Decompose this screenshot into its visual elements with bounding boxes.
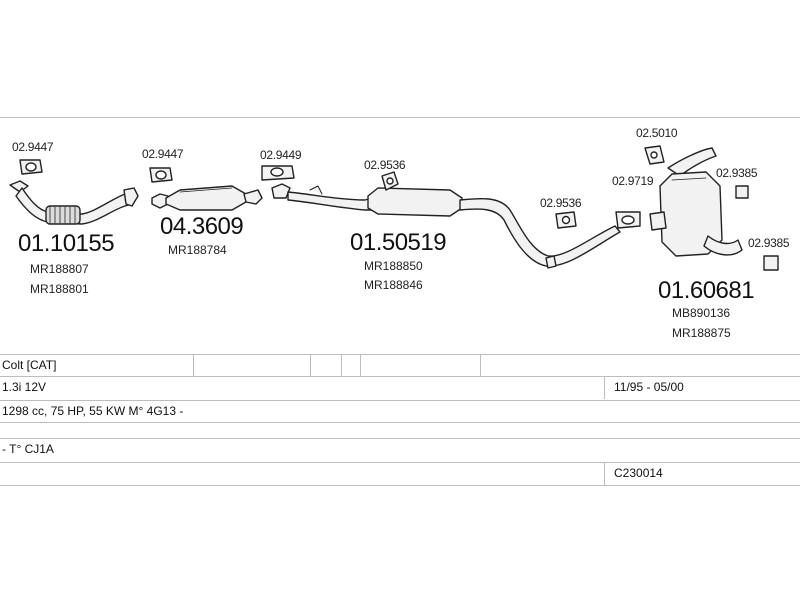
column-divider xyxy=(360,355,361,377)
part-label-02-9449: 02.9449 xyxy=(260,148,302,162)
part-label-02-9536-a: 02.9536 xyxy=(364,158,406,172)
rubber-hanger-part xyxy=(735,185,749,199)
part-label-02-9447-b: 02.9447 xyxy=(142,147,184,161)
oem-number: MR188850 xyxy=(364,259,423,273)
column-divider xyxy=(341,355,342,377)
part-label-02-9385-a: 02.9385 xyxy=(716,166,758,180)
column-divider xyxy=(604,377,605,399)
table-row-spec: 1298 cc, 75 HP, 55 KW M° 4G13 - xyxy=(0,400,800,423)
table-bottom-line xyxy=(0,485,800,486)
part-label-02-9536-b: 02.9536 xyxy=(540,196,582,210)
table-row-empty xyxy=(0,422,800,445)
oem-number: MR188875 xyxy=(672,326,731,340)
catalytic-converter-part xyxy=(151,185,263,211)
part-label-02-9719: 02.9719 xyxy=(612,174,654,188)
vehicle-info-table: Colt [CAT] 1.3i 12V 11/95 - 05/00 1298 c… xyxy=(0,354,800,488)
rubber-hanger-part xyxy=(644,145,665,165)
part-label-02-9447-a: 02.9447 xyxy=(12,140,54,154)
gasket-part xyxy=(149,167,173,183)
oem-number: MB890136 xyxy=(672,306,731,320)
oem-number: MR188801 xyxy=(30,282,89,296)
spec-cell: 1298 cc, 75 HP, 55 KW M° 4G13 - xyxy=(2,404,184,418)
column-divider xyxy=(480,355,481,377)
table-row-type: - T° CJ1A xyxy=(0,438,800,461)
exhaust-drawing xyxy=(9,145,779,271)
rubber-hanger-part xyxy=(555,211,577,229)
part-label-02-9385-b: 02.9385 xyxy=(748,236,790,250)
part-label-02-5010: 02.5010 xyxy=(636,126,678,140)
main-part-number-01-10155: 01.10155 xyxy=(18,230,115,257)
rubber-hanger-part xyxy=(763,255,779,271)
oem-number: MR188807 xyxy=(30,262,89,276)
main-part-number-04-3609: 04.3609 xyxy=(160,213,244,240)
oem-number: MR188784 xyxy=(168,243,227,257)
period-cell: 11/95 - 05/00 xyxy=(614,380,684,394)
exhaust-diagram: 02.9447 02.9447 02.9449 02.9536 02.9536 … xyxy=(9,126,790,340)
gasket-part xyxy=(261,165,295,181)
oem-number: MR188846 xyxy=(364,278,423,292)
engine-cell: 1.3i 12V xyxy=(2,380,47,394)
table-row-model: Colt [CAT] xyxy=(0,354,800,377)
table-row-engine: 1.3i 12V 11/95 - 05/00 xyxy=(0,376,800,399)
middle-pipe-part xyxy=(271,183,621,269)
main-part-number-01-50519: 01.50519 xyxy=(350,229,447,256)
code-cell: C230014 xyxy=(614,466,663,480)
front-pipe-part xyxy=(9,180,139,225)
column-divider xyxy=(604,463,605,485)
rubber-hanger-part xyxy=(381,171,399,191)
gasket-part xyxy=(19,159,43,175)
type-cell: - T° CJ1A xyxy=(2,442,54,456)
main-part-number-01-60681: 01.60681 xyxy=(658,277,755,304)
top-divider xyxy=(0,117,800,118)
model-cell: Colt [CAT] xyxy=(2,358,57,372)
rear-silencer-part xyxy=(649,147,743,257)
column-divider xyxy=(193,355,194,377)
column-divider xyxy=(310,355,311,377)
gasket-part xyxy=(615,211,641,229)
table-row-code: C230014 xyxy=(0,462,800,485)
